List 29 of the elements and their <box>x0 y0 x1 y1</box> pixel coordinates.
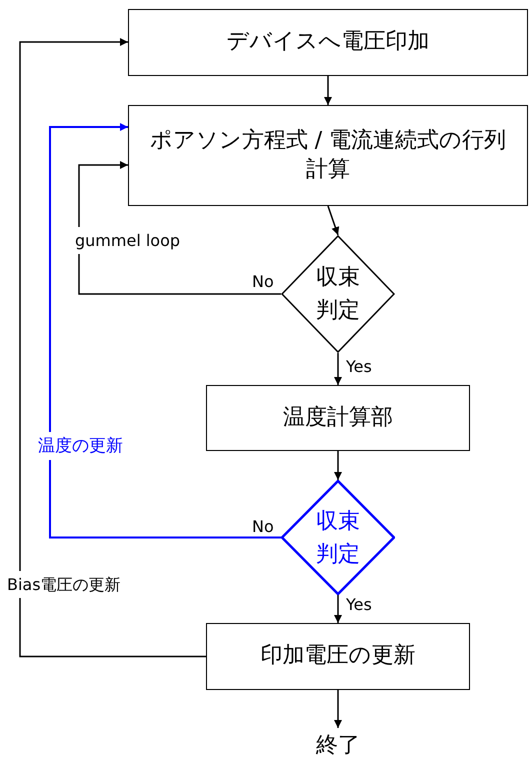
edge-label: Bias電圧の更新 <box>7 571 121 598</box>
branch-label: No <box>252 272 274 292</box>
process-box <box>128 105 528 206</box>
arrow <box>78 161 281 295</box>
process-box <box>206 385 470 451</box>
edge-label: 温度の更新 <box>38 432 123 460</box>
edge-label: gummel loop <box>75 227 180 254</box>
step-label: ポアソン方程式 / 電流連続式の行列計算 <box>148 126 508 184</box>
step-label: 温度計算部 <box>283 404 393 432</box>
decision-diamond <box>281 480 395 595</box>
edge-label: Yes <box>346 595 372 614</box>
arrow <box>334 595 342 623</box>
process-box <box>206 623 470 690</box>
process-box <box>128 9 528 76</box>
arrow <box>49 123 281 538</box>
decision-label: 収束判定 <box>315 264 361 325</box>
edge-label: Yes <box>346 357 372 376</box>
arrow <box>334 451 342 480</box>
step-label: デバイスへ電圧印加 <box>226 28 430 56</box>
end-text: 終了 <box>308 728 368 764</box>
arrow <box>334 353 342 385</box>
decision-label: 収束判定 <box>315 508 361 568</box>
arrow <box>324 76 332 105</box>
step-label: 印加電圧の更新 <box>260 642 416 670</box>
arrow <box>334 690 342 728</box>
arrow <box>327 206 340 236</box>
arrow <box>19 38 206 658</box>
decision-diamond <box>281 235 395 353</box>
branch-label: No <box>252 517 274 536</box>
